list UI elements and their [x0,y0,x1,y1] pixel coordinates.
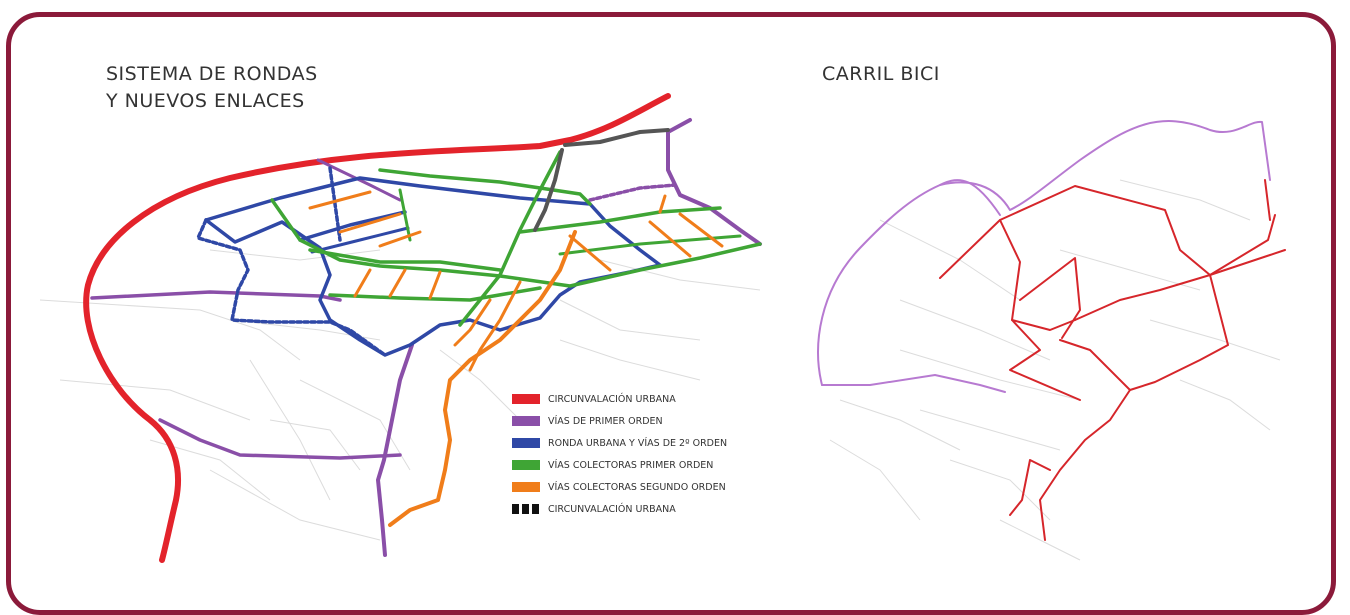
bike-lane-network-3 [1019,257,1081,339]
road-orange-stub-3 [428,270,442,300]
legend-item: VÍAS COLECTORAS PRIMER ORDEN [512,454,727,476]
road-orange-east-2 [678,212,724,248]
bike-lane-network-5 [1039,339,1131,541]
bike-lane-network-7 [1009,459,1051,516]
road-blue-inner-diagonal [298,210,407,242]
legend-label: VÍAS DE PRIMER ORDEN [548,415,663,427]
bike-lane-network-4 [1074,274,1229,391]
road-purple-main [376,343,414,557]
road-orange-main-2 [468,280,522,372]
legend-label: VÍAS COLECTORAS PRIMER ORDEN [548,459,714,471]
legend-swatch-red [512,394,540,404]
bike-ring-route-3 [939,179,1001,216]
right-map-background [829,179,1281,561]
left-map-title: SISTEMA DE RONDAS Y NUEVOS ENLACES [106,61,318,115]
road-orange-east-4 [658,194,667,214]
right-map-title: CARRIL BICI [822,63,940,85]
road-green-west [398,188,412,242]
legend-label: RONDA URBANA Y VÍAS DE 2º ORDEN [548,437,728,449]
road-blue-dashed-north [328,166,342,242]
road-purple-south [158,418,402,460]
road-orange-stub-5 [338,212,402,234]
road-blue-inner-diagonal-2 [310,226,410,254]
legend-swatch-orange [512,482,540,492]
legend-item: VÍAS DE PRIMER ORDEN [512,410,727,432]
road-orange-stub-6 [378,230,422,248]
road-red-circunvalacion [83,93,671,563]
bike-lane-network-2 [999,219,1081,401]
legend-label: CIRCUNVALACIÓN URBANA [548,503,676,515]
map-legend: CIRCUNVALACIÓN URBANA VÍAS DE PRIMER ORD… [512,388,727,520]
road-purple-north-loop [666,118,762,246]
road-purple-northwest [316,158,402,202]
road-orange-east-3 [568,234,612,272]
road-orange-east-1 [648,220,692,258]
legend-swatch-blue [512,438,540,448]
legend-item: CIRCUNVALACIÓN URBANA [512,388,727,410]
road-green-diagonal [458,150,562,327]
road-grey-link [563,128,670,147]
left-map-title-line-2: Y NUEVOS ENLACES [106,90,305,112]
legend-label: VÍAS COLECTORAS SEGUNDO ORDEN [548,481,726,493]
road-orange-stub-4 [308,190,372,210]
bike-lane-network-6 [1011,319,1076,331]
road-purple-west [90,290,342,302]
legend-item: VÍAS COLECTORAS SEGUNDO ORDEN [512,476,727,498]
legend-swatch-purple [512,416,540,426]
bike-lane-network-9 [1264,179,1271,221]
legend-item: CIRCUNVALACIÓN URBANA [512,498,727,520]
road-blue-ring-north [204,176,662,267]
legend-swatch-dashed-black [512,504,540,514]
road-orange-branch [453,298,492,347]
road-orange-stub-1 [353,268,372,298]
road-orange-stub-2 [388,268,407,298]
legend-label: CIRCUNVALACIÓN URBANA [548,393,676,405]
bike-ring-route-2 [821,374,1006,393]
left-map-title-line-1: SISTEMA DE RONDAS [106,63,318,85]
road-green-mid [308,248,502,272]
legend-item: RONDA URBANA Y VÍAS DE 2º ORDEN [512,432,727,454]
road-orange-main [388,230,577,527]
road-green-south [328,286,542,302]
road-blue-ring-dashed [196,218,387,357]
bike-lane-network-8 [1209,249,1286,276]
road-green-northeast [378,168,592,206]
road-grey-north [533,148,564,232]
bike-ring-route [817,120,1271,386]
road-purple-north-dashed [588,183,677,202]
road-blue-ring-inner [204,218,662,357]
legend-swatch-green [512,460,540,470]
road-green-east [518,206,722,234]
content-frame [6,12,1336,615]
bike-lane-network [939,185,1276,279]
